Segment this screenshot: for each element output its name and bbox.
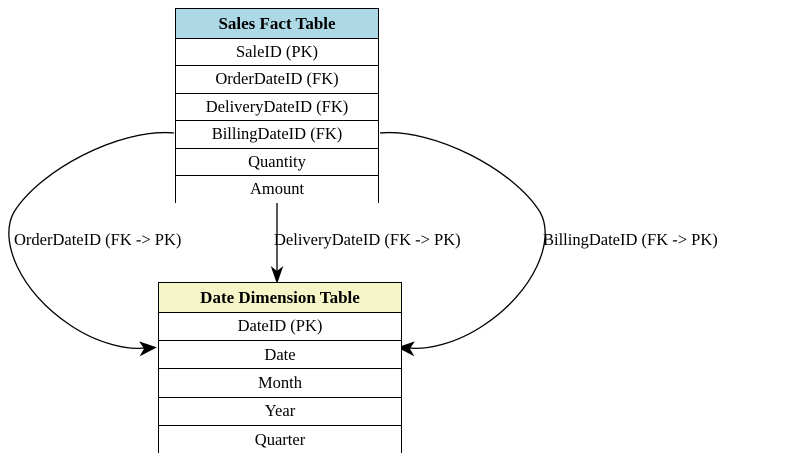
table-sales-fact-row-amount: Amount bbox=[176, 175, 378, 204]
edge-label-delivery-date: DeliveryDateID (FK -> PK) bbox=[274, 230, 461, 249]
table-date-dimension-row-year: Year bbox=[159, 397, 401, 426]
table-date-dimension[interactable]: Date Dimension Table DateID (PK) Date Mo… bbox=[158, 282, 402, 454]
table-sales-fact-row-orderdateid: OrderDateID (FK) bbox=[176, 66, 378, 94]
table-sales-fact-row-deliverydateid: DeliveryDateID (FK) bbox=[176, 93, 378, 122]
table-sales-fact[interactable]: Sales Fact Table SaleID (PK) OrderDateID… bbox=[175, 8, 379, 204]
table-date-dimension-row-quarter: Quarter bbox=[159, 425, 401, 454]
table-sales-fact-row-billingdateid: BillingDateID (FK) bbox=[176, 121, 378, 149]
table-sales-fact-header: Sales Fact Table bbox=[176, 9, 378, 39]
table-date-dimension-row-month: Month bbox=[159, 369, 401, 398]
table-sales-fact-row-saleid: SaleID (PK) bbox=[176, 39, 378, 67]
edge-delivery-arrowhead bbox=[270, 265, 284, 285]
table-date-dimension-header: Date Dimension Table bbox=[159, 283, 401, 313]
table-sales-fact-row-quantity: Quantity bbox=[176, 148, 378, 176]
edge-order-arrowhead bbox=[139, 341, 157, 357]
table-date-dimension-row-date: Date bbox=[159, 341, 401, 370]
edge-label-billing-date: BillingDateID (FK -> PK) bbox=[543, 230, 718, 249]
edge-label-order-date: OrderDateID (FK -> PK) bbox=[14, 230, 182, 249]
table-date-dimension-row-dateid: DateID (PK) bbox=[159, 313, 401, 342]
